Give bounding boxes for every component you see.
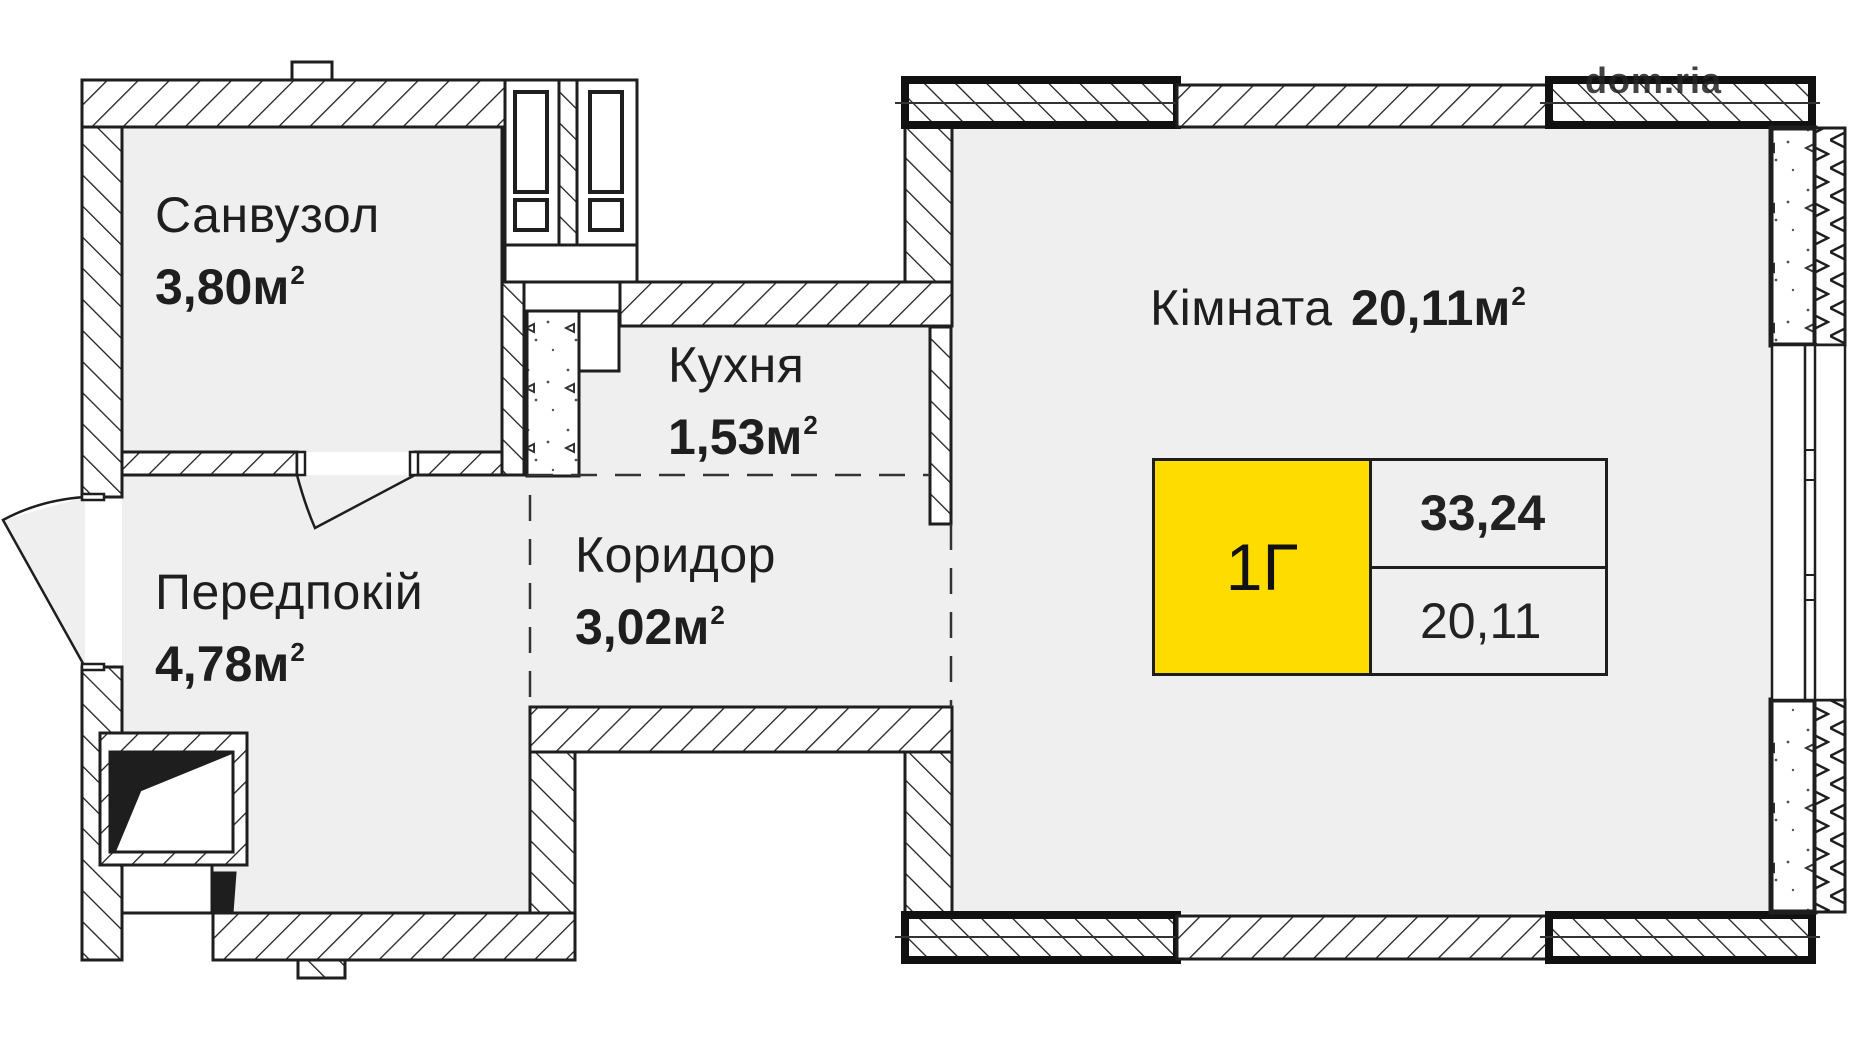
doors: [1, 450, 420, 672]
room-label-kitchen: Кухня 1,53м2: [668, 340, 818, 462]
room-label-corridor: Коридор 3,02м2: [575, 530, 776, 652]
room-area: 3,80м2: [155, 259, 305, 315]
room-name: Кімната: [1150, 280, 1333, 336]
room-name: Кухня: [668, 337, 805, 393]
room-label-room: Кімната 20,11м2: [1150, 283, 1526, 333]
bathroom-floor: [122, 127, 502, 452]
room-area: 1,53м2: [668, 409, 818, 465]
total-area: 33,24: [1372, 461, 1605, 569]
kitchen-corridor-floor: [525, 326, 952, 707]
room-area: 4,78м2: [155, 636, 305, 692]
window: [1770, 343, 1847, 702]
living-area: 20,11: [1420, 592, 1542, 649]
walls: [80, 78, 954, 980]
bathroom-door-swing: [295, 473, 416, 530]
floor-areas: [3, 127, 1772, 913]
right-facade: [1768, 125, 1847, 915]
room-label-hallway: Передпокій 4,78м2: [155, 567, 423, 689]
watermark: dom.ria: [1585, 60, 1723, 101]
room-area: 3,02м2: [575, 599, 725, 655]
room-name: Коридор: [575, 527, 776, 583]
room-label-bathroom: Санвузол 3,80м2: [155, 190, 380, 312]
unit-areas: 33,24 20,11: [1372, 461, 1605, 673]
facade-slabs: [895, 76, 1820, 964]
room-name: Передпокій: [155, 564, 424, 620]
room-name: Санвузол: [155, 187, 380, 243]
unit-code: 1Г: [1155, 461, 1372, 673]
entry-door-swing: [3, 497, 85, 667]
unit-badge: 1Г 33,24 20,11: [1152, 458, 1608, 676]
zone-separators: [527, 473, 953, 707]
entry-door-leaf: [1, 495, 87, 668]
room-area: 20,11м2: [1351, 280, 1526, 336]
